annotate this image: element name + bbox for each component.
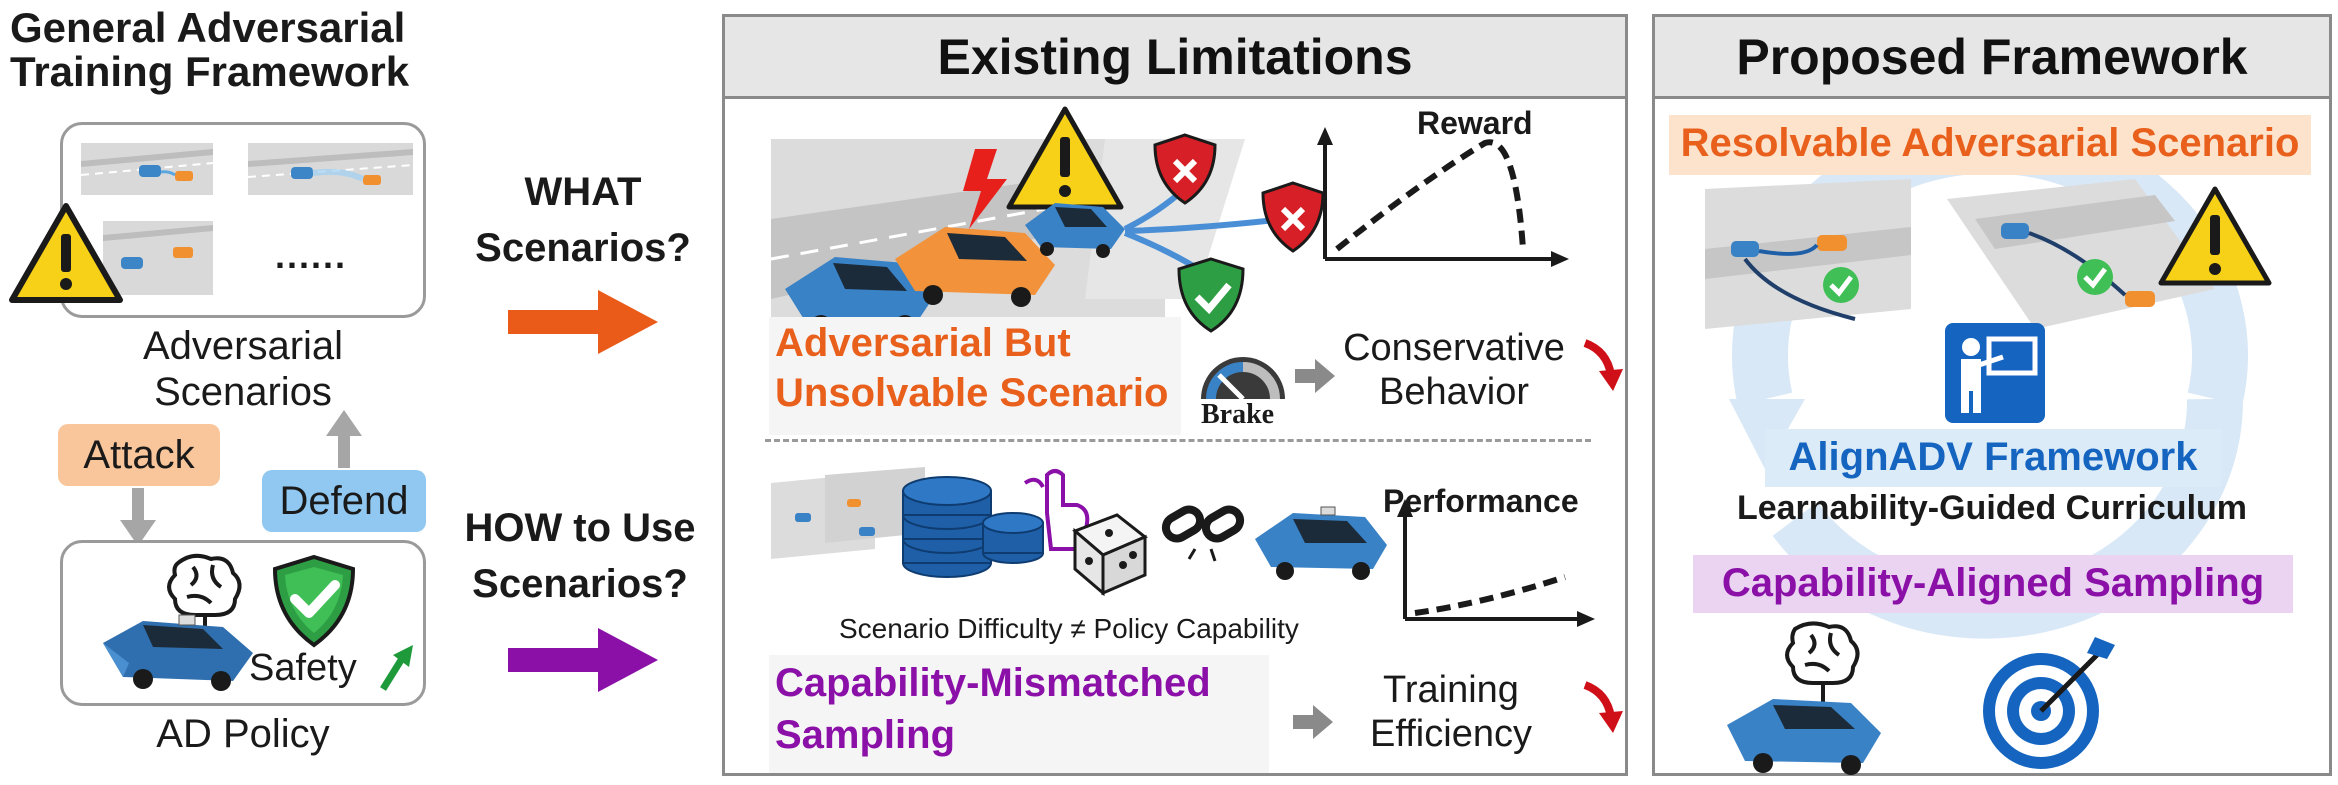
aligned-sampling-illustration [1727, 621, 2115, 775]
conservative-label-line2: Behavior [1379, 371, 1529, 413]
ad-car-icon [103, 614, 253, 691]
reward-label: Reward [1417, 105, 1533, 141]
defend-tag: Defend [262, 470, 426, 532]
performance-label: Performance [1383, 483, 1579, 519]
warning-icon [2158, 186, 2272, 286]
adversary-car-icon [895, 227, 1055, 307]
safety-label: Safety [249, 647, 357, 689]
what-arrow [508, 290, 658, 354]
conservative-label-line1: Conservative [1343, 327, 1565, 369]
scenario-thumb-1 [80, 143, 214, 195]
defend-arrow-up [326, 410, 362, 468]
broken-link-icon [1161, 505, 1245, 562]
conservative-down-arrow-icon [1583, 339, 1623, 391]
proposed-title: Proposed Framework [1655, 17, 2329, 99]
collision-lightning-icon [963, 149, 1007, 229]
how-arrow [508, 628, 658, 692]
safety-up-arrow-icon [380, 645, 413, 691]
scenarios-label-line1: Adversarial [142, 324, 344, 368]
scenario-thumb-3 [103, 221, 213, 295]
framework-highlight [1765, 429, 2221, 487]
mismatch-label-line2: Sampling [775, 713, 956, 757]
existing-limitations-panel: Existing Limitations [722, 14, 1628, 776]
adversarial-scenarios-box: ...... [60, 122, 426, 318]
scenario-ellipsis: ...... [275, 235, 348, 276]
mismatch-label-line1: Capability-Mismatched [775, 661, 1211, 705]
how-label-line2: Scenarios? [472, 562, 688, 606]
policy-car-illustration [103, 553, 253, 691]
policy-car-icon [1255, 506, 1387, 580]
sampling-highlight [1693, 555, 2293, 613]
shield-check-icon [272, 554, 356, 648]
brain-icon [1785, 621, 1860, 707]
mismatch-highlight [769, 655, 1269, 773]
dice-icon [1072, 513, 1148, 597]
proposed-framework-panel: Proposed Framework Resolvable Adversaria… [1652, 14, 2332, 776]
brake-label: Brake [1201, 399, 1275, 430]
brake-to-behavior-arrow [1295, 359, 1335, 393]
shield-fail-icon-1 [1153, 133, 1217, 205]
attack-tag: Attack [58, 424, 220, 486]
resolvable-scene-illustration [1705, 179, 2272, 329]
unsolvable-highlight [769, 317, 1181, 435]
resolvable-highlight [1669, 115, 2311, 175]
scenarios-label-line2: Scenarios [154, 370, 332, 414]
difficulty-caption: Scenario Difficulty ≠ Policy Capability [839, 613, 1299, 644]
left-title-line1: General Adversarial [10, 4, 406, 51]
brake-gauge-icon [1201, 357, 1285, 401]
unsolvable-label-line2: Unsolvable Scenario [775, 371, 1169, 415]
sampling-label: Capability-Aligned Sampling [1721, 561, 2265, 605]
what-label-line2: Scenarios? [475, 226, 691, 270]
stacked-scenario-thumbs [771, 467, 925, 559]
efficiency-label-line1: Training [1383, 669, 1519, 711]
resolvable-thumb-2 [1947, 179, 2215, 329]
warning-icon [9, 203, 123, 303]
ad-policy-label: AD Policy [156, 712, 330, 756]
section-divider [765, 439, 1591, 442]
decision-car-icon [1025, 203, 1125, 258]
scenario-thumb-2 [247, 143, 414, 195]
scenario-thumbnails [80, 143, 414, 295]
unsolvable-label-line1: Adversarial But [775, 321, 1071, 365]
attack-arrow-down [120, 488, 156, 546]
policy-car-icon [1727, 699, 1881, 775]
mismatch-to-efficiency-arrow [1293, 705, 1333, 739]
resolvable-label: Resolvable Adversarial Scenario [1680, 121, 2300, 165]
mismatch-scene-illustration [771, 467, 1595, 627]
shield-fail-icon-2 [1261, 181, 1325, 253]
resolvable-thumb-1 [1705, 179, 1911, 329]
curriculum-label: Learnability-Guided Curriculum [1736, 489, 2248, 527]
framework-name: AlignADV Framework [1788, 435, 2198, 479]
teacher-icon [1945, 323, 2045, 423]
how-label-line1: HOW to Use [464, 506, 696, 550]
efficiency-down-arrow-icon [1583, 681, 1623, 733]
unsolvable-scene-illustration [770, 106, 1569, 339]
performance-plot [1397, 499, 1595, 627]
ad-policy-box: Safety [60, 540, 426, 706]
target-icon [1983, 637, 2115, 769]
what-label-line1: WHAT [524, 170, 642, 214]
limitations-title: Existing Limitations [725, 17, 1625, 99]
reward-plot [1317, 127, 1569, 267]
efficiency-label-line2: Efficiency [1370, 713, 1532, 755]
left-title-line2: Training Framework [10, 48, 410, 95]
shield-success-icon [1177, 257, 1245, 333]
database-icon [902, 476, 1044, 578]
